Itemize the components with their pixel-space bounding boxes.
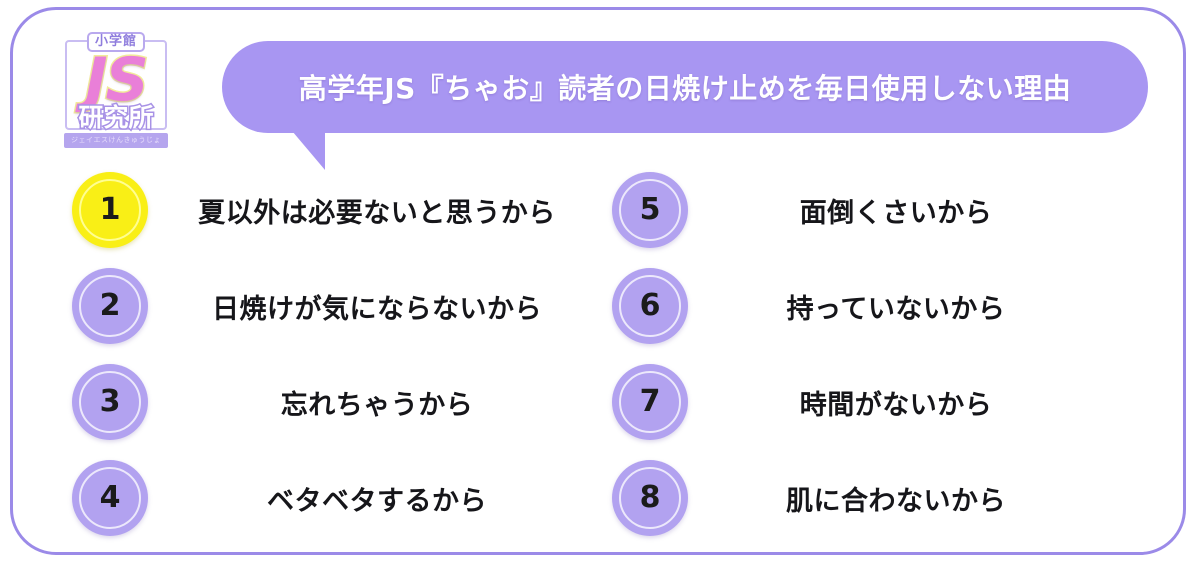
reason-label: 忘れちゃうから xyxy=(280,389,474,421)
list-item: 5 面倒くさいから xyxy=(612,162,1136,258)
list-item: 4 ベタベタするから xyxy=(72,450,612,546)
reason-label: 面倒くさいから xyxy=(799,197,993,229)
reason-label: ベタベタするから xyxy=(267,485,487,517)
rank-number: 7 xyxy=(639,384,661,419)
rank-badge: 1 xyxy=(72,172,148,248)
list-item: 7 時間がないから xyxy=(612,354,1136,450)
reason-label: 日焼けが気にならないから xyxy=(212,293,542,325)
rank-number: 4 xyxy=(99,480,121,515)
rank-badge: 5 xyxy=(612,172,688,248)
list-item: 8 肌に合わないから xyxy=(612,450,1136,546)
speech-bubble-tail-icon xyxy=(277,125,325,170)
reason-label: 夏以外は必要ないと思うから xyxy=(198,197,556,229)
logo-js-mark: JS xyxy=(84,45,151,115)
rank-number: 6 xyxy=(639,288,661,323)
rank-badge: 3 xyxy=(72,364,148,440)
reason-label: 肌に合わないから xyxy=(786,485,1006,517)
rank-number: 2 xyxy=(99,288,121,323)
rank-badge: 2 xyxy=(72,268,148,344)
js-lab-logo: 小学館 JS 研究所 ジェイエスけんきゅうじょ xyxy=(57,28,175,150)
list-item: 3 忘れちゃうから xyxy=(72,354,612,450)
rank-number: 8 xyxy=(639,480,661,515)
logo-lab-label: 研究所 xyxy=(77,103,155,132)
title-speech-bubble: 高学年JS『ちゃお』読者の日焼け止めを毎日使用しない理由 xyxy=(222,41,1148,133)
rank-badge: 7 xyxy=(612,364,688,440)
rank-badge: 8 xyxy=(612,460,688,536)
reason-label: 持っていないから xyxy=(786,293,1006,325)
rank-number: 5 xyxy=(639,192,661,227)
list-item: 2 日焼けが気にならないから xyxy=(72,258,612,354)
rank-number: 3 xyxy=(99,384,121,419)
list-item: 1 夏以外は必要ないと思うから xyxy=(72,162,612,258)
rank-number: 1 xyxy=(99,192,121,227)
page-title: 高学年JS『ちゃお』読者の日焼け止めを毎日使用しない理由 xyxy=(298,72,1072,105)
reason-label: 時間がないから xyxy=(799,389,993,421)
rank-badge: 6 xyxy=(612,268,688,344)
rank-badge: 4 xyxy=(72,460,148,536)
list-item: 6 持っていないから xyxy=(612,258,1136,354)
logo-publisher-label: 小学館 xyxy=(86,32,146,52)
logo-ribbon-text: ジェイエスけんきゅうじょ xyxy=(64,133,168,148)
reasons-list: 1 夏以外は必要ないと思うから 5 面倒くさいから 2 日焼けが気にならないから… xyxy=(72,162,1136,548)
